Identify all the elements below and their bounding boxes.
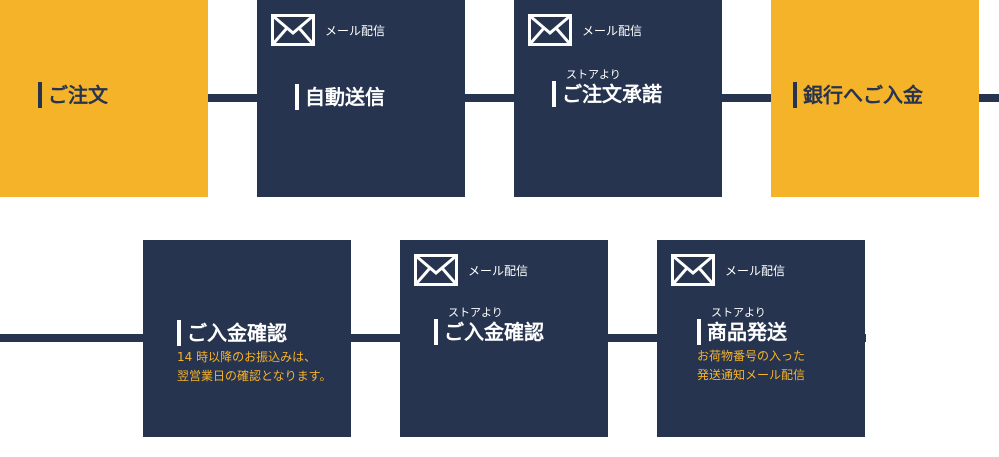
step-payment-confirmed: メール配信 ストアより ご入金確認 <box>400 240 608 437</box>
step-note: お荷物番号の入った 発送通知メール配信 <box>697 349 806 382</box>
step-shipping: メール配信 ストアより 商品発送 お荷物番号の入った 発送通知メール配信 <box>657 240 865 437</box>
accent-bar <box>177 320 181 346</box>
step-bank-payment: 銀行へご入金 <box>771 0 979 197</box>
step-title: 商品発送 <box>697 319 859 345</box>
accent-bar <box>793 82 797 108</box>
step-title: 銀行へご入金 <box>793 82 973 108</box>
ruby-label: ストアより <box>711 306 766 319</box>
mail-delivery: メール配信 <box>671 254 785 286</box>
mail-delivery: メール配信 <box>271 14 385 46</box>
envelope-icon <box>271 14 315 46</box>
envelope-icon <box>671 254 715 286</box>
accent-bar <box>697 319 701 345</box>
mail-delivery: メール配信 <box>528 14 642 46</box>
accent-bar <box>295 84 299 110</box>
accent-bar <box>434 319 438 345</box>
connector-line-row1 <box>0 94 999 102</box>
step-order: ご注文 <box>0 0 208 197</box>
mail-label: メール配信 <box>582 23 643 38</box>
step-auto-send: メール配信 自動送信 <box>257 0 465 197</box>
mail-label: メール配信 <box>725 263 786 278</box>
envelope-icon <box>414 254 458 286</box>
step-title: ご注文承諾 <box>552 81 716 107</box>
step-title: ご入金確認 <box>177 320 345 346</box>
step-title: 自動送信 <box>295 84 459 110</box>
step-order-accepted: メール配信 ストアより ご注文承諾 <box>514 0 722 197</box>
mail-label: メール配信 <box>325 23 386 38</box>
mail-label: メール配信 <box>468 263 529 278</box>
mail-delivery: メール配信 <box>414 254 528 286</box>
accent-bar <box>552 81 556 107</box>
accent-bar <box>38 82 42 108</box>
step-title: ご入金確認 <box>434 319 602 345</box>
ruby-label: ストアより <box>448 306 503 319</box>
step-payment-check: ご入金確認 14 時以降のお振込みは、 翌営業日の確認となります。 <box>143 240 351 437</box>
step-title: ご注文 <box>38 82 202 108</box>
envelope-icon <box>528 14 572 46</box>
step-note: 14 時以降のお振込みは、 翌営業日の確認となります。 <box>177 350 332 383</box>
ruby-label: ストアより <box>566 68 621 81</box>
